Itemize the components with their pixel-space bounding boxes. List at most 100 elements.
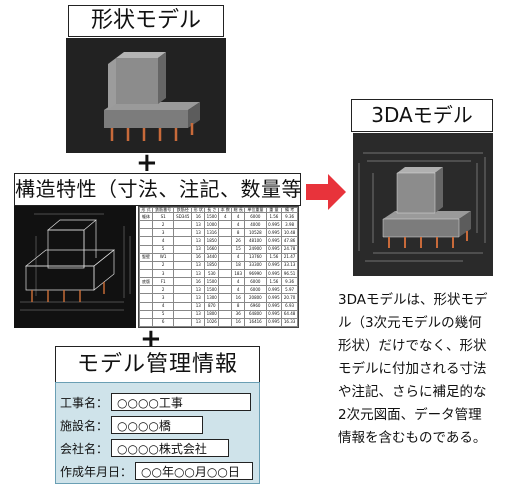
table-cell xyxy=(173,252,193,262)
table-cell: 0.995 xyxy=(265,301,283,311)
field-label-construction: 工事名： xyxy=(60,396,109,410)
table-cell: 4 xyxy=(231,277,246,287)
table-cell: 1000 xyxy=(204,220,220,230)
table-cell xyxy=(139,228,153,238)
table-cell xyxy=(139,309,153,319)
table-cell: 4 xyxy=(231,252,246,262)
table-cell xyxy=(218,277,233,287)
description-line: や注記、さらに補足的な xyxy=(338,384,487,400)
description-line: 形状）だけでなく、形状 xyxy=(338,338,487,354)
table-cell: 530 xyxy=(204,268,220,279)
wall-front xyxy=(116,58,158,104)
plus-sign-2: + xyxy=(140,324,162,354)
structural-properties-title: 構造特性（寸法、注記、数量等） xyxy=(14,173,301,206)
structural-wireframe xyxy=(20,213,131,311)
table-cell: 64800 xyxy=(244,309,267,319)
table-cell xyxy=(173,260,193,270)
table-cell: 8 xyxy=(231,301,246,311)
table-cell: 13 xyxy=(191,309,206,319)
field-value-date[interactable]: ○○年○○月○○日 xyxy=(135,462,253,480)
wall-side xyxy=(158,52,166,104)
shape-model-render xyxy=(104,52,200,141)
table-cell: 2 xyxy=(151,220,175,230)
table-cell: 6000 xyxy=(244,285,267,295)
table-cell xyxy=(173,301,193,311)
table-cell: 13 xyxy=(191,293,206,303)
table-cell: 3 xyxy=(151,293,175,303)
field-value-construction[interactable]: ○○○○工事 xyxy=(111,393,251,411)
table-cell: 64.48 xyxy=(281,309,298,319)
table-cell: 15 xyxy=(231,244,246,254)
field-value-company[interactable]: ○○○○株式会社 xyxy=(111,439,229,457)
table-cell xyxy=(173,309,193,319)
table-cell: 5.97 xyxy=(281,285,298,295)
table-cell: 18 xyxy=(231,260,246,270)
table-cell xyxy=(173,285,193,295)
right-arrow-icon xyxy=(306,174,346,210)
table-cell: 20800 xyxy=(244,293,267,303)
table-cell xyxy=(218,317,233,328)
table-cell: 4 xyxy=(151,236,175,246)
table-cell: 6000 xyxy=(244,211,267,222)
table-cell: 47.86 xyxy=(281,236,298,246)
table-cell: 16416 xyxy=(244,317,267,328)
table-cell xyxy=(139,260,153,270)
table-cell: 1316 xyxy=(204,228,220,238)
table-cell: 183 xyxy=(231,268,246,279)
table-cell: 竪壁 xyxy=(139,252,153,262)
table-cell: 16 xyxy=(191,211,206,222)
table-cell: 5 xyxy=(151,309,175,319)
table-cell xyxy=(173,268,193,279)
table-cell: 10528 xyxy=(244,228,267,238)
table-cell: 36 xyxy=(231,309,246,319)
field-label-facility: 施設名： xyxy=(60,419,109,433)
table-cell xyxy=(139,293,153,303)
table-cell: 13 xyxy=(191,236,206,246)
table-cell: 16 xyxy=(231,293,246,303)
description-line: ル（3次元モデルの幾何 xyxy=(338,315,482,331)
field-row-facility: 施設名： ○○○○橋 xyxy=(56,416,259,436)
table-cell xyxy=(139,236,153,246)
table-cell: 4 xyxy=(231,220,246,230)
table-cell xyxy=(173,277,193,287)
table-cell xyxy=(218,268,233,279)
table-cell: 13 xyxy=(191,228,206,238)
field-row-construction: 工事名： ○○○○工事 xyxy=(56,393,259,413)
table-cell: 13 xyxy=(191,285,206,295)
table-cell: 3 xyxy=(151,228,175,238)
table-cell: F1 xyxy=(151,277,175,287)
table-cell: 1.56 xyxy=(265,211,283,222)
table-cell: 16 xyxy=(191,252,206,262)
table-cell: W1 xyxy=(151,252,175,262)
table-cell: 4 xyxy=(218,211,233,222)
table-cell xyxy=(139,285,153,295)
shape-model-title: 形状モデル xyxy=(68,5,224,37)
table-cell: 10.48 xyxy=(281,228,298,238)
table-cell: 96.51 xyxy=(281,268,298,279)
description-line: 情報を含むものである。 xyxy=(338,430,487,446)
field-label-date: 作成年月日： xyxy=(60,465,133,479)
table-cell: 8 xyxy=(231,228,246,238)
table-cell: 1500 xyxy=(204,285,220,295)
table-cell: 3 xyxy=(151,268,175,279)
shape-model-image xyxy=(66,38,226,153)
table-cell xyxy=(139,268,153,279)
table-cell xyxy=(139,244,153,254)
table-cell xyxy=(173,293,193,303)
table-cell xyxy=(218,236,233,246)
table-cell xyxy=(139,220,153,230)
table-cell: 96990 xyxy=(244,268,267,279)
table-cell: 1026 xyxy=(204,317,220,328)
field-value-facility[interactable]: ○○○○橋 xyxy=(111,416,203,434)
table-cell: 0.995 xyxy=(265,268,283,279)
